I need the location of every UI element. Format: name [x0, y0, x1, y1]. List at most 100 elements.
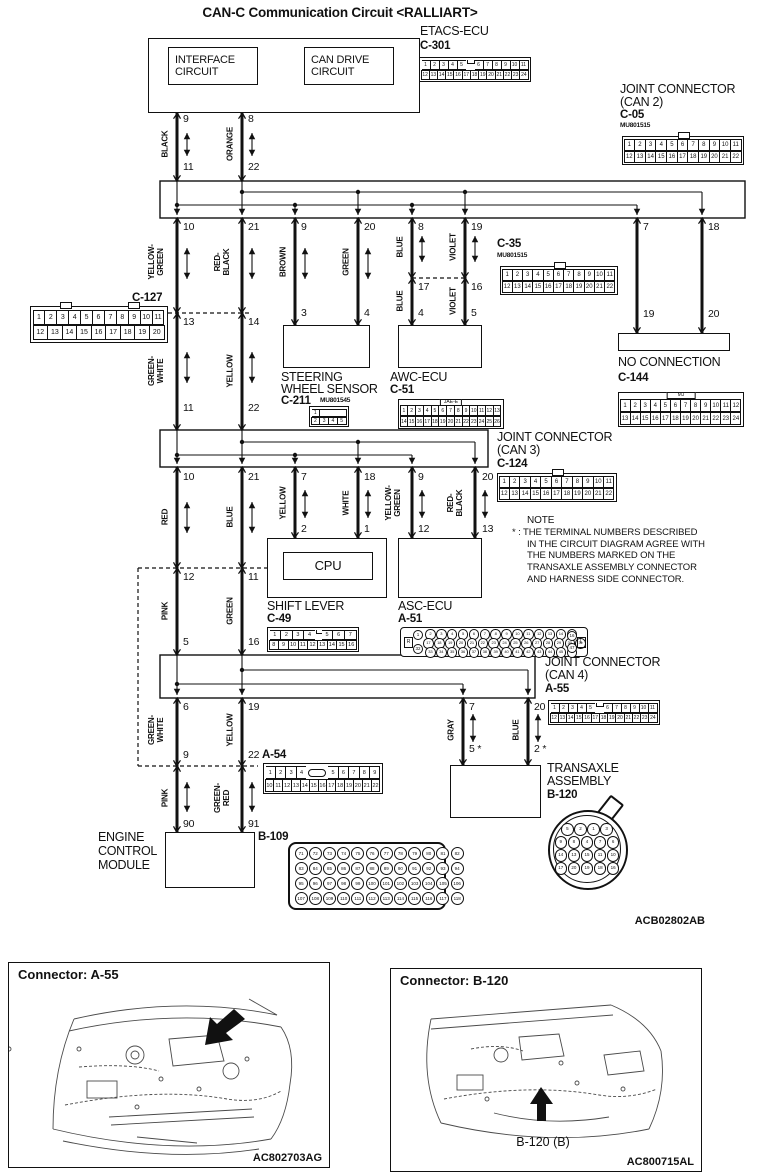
a54-oval-key	[308, 768, 327, 777]
pin: 11	[593, 849, 607, 862]
steering-name-1: STEERING	[281, 370, 343, 384]
pin: 5	[561, 823, 574, 836]
pin: 35	[446, 647, 458, 658]
pin: 2	[574, 823, 587, 836]
pin: 22	[729, 150, 742, 163]
pin: 105	[436, 877, 450, 890]
connector-b120-photo-box: Connector: B-120 B-120 (B	[390, 968, 702, 1172]
pin: 16	[90, 324, 107, 340]
pin: 20	[567, 862, 581, 875]
pin: 104	[422, 877, 436, 890]
pin: 18	[593, 862, 607, 875]
pin: 100	[365, 877, 379, 890]
ecm-name-3: MODULE	[98, 858, 150, 872]
pin: 110	[337, 892, 351, 905]
pin: 8	[567, 836, 581, 849]
pin: 98	[337, 877, 351, 890]
pin: 13	[567, 849, 581, 862]
pin: 114	[393, 892, 407, 905]
pin: 74	[337, 847, 351, 860]
pin: 90	[393, 862, 407, 875]
transaxle-code: B-120	[547, 789, 578, 801]
pin: 9	[369, 765, 381, 779]
pin: 17	[105, 324, 121, 340]
note-line: THE NUMBERS MARKED ON THE	[527, 550, 676, 562]
shift-name: SHIFT LEVER	[267, 599, 345, 613]
awc-ecu-box	[398, 325, 482, 368]
pin: 14	[61, 324, 78, 340]
transaxle-assembly-box	[450, 765, 541, 818]
pin: 94	[450, 862, 464, 875]
pin: 36	[457, 647, 469, 658]
photo-b120-code: AC800715AL	[626, 1156, 694, 1168]
pin: 113	[379, 892, 393, 905]
joint-can3-sub: (CAN 3)	[497, 443, 541, 457]
c35-code: C-35	[497, 238, 522, 250]
pin: 77	[379, 847, 393, 860]
pin: 1	[32, 309, 46, 325]
pin: 20	[149, 324, 165, 340]
shift-code: C-49	[267, 613, 292, 625]
pin: 26	[492, 415, 502, 427]
pin: 38	[479, 647, 491, 658]
no-connection-box	[618, 333, 730, 351]
page-title: CAN-C Communication Circuit <RALLIART>	[202, 5, 478, 20]
b120-callout-label: B-120 (B)	[516, 1135, 570, 1149]
pin: 24	[730, 411, 742, 425]
note-line: AND HARNESS SIDE CONNECTOR.	[527, 573, 685, 585]
pin: 71	[294, 847, 308, 860]
joint-can2-sub: (CAN 2)	[620, 95, 664, 109]
a51-pin-16: 16	[567, 631, 577, 641]
connector-b120-photo	[426, 1004, 663, 1139]
b120-location-arrow	[530, 1087, 553, 1121]
pin: 24	[519, 69, 529, 80]
pin: 22	[604, 280, 616, 293]
pin: 13	[47, 324, 63, 340]
can-wires	[172, 111, 707, 834]
pin: 72	[308, 847, 322, 860]
pin: 111	[351, 892, 365, 905]
pin: 16	[606, 862, 620, 875]
cpu-box: CPU	[283, 552, 373, 580]
transaxle-name-2: ASSEMBLY	[547, 774, 612, 788]
pin: 79	[408, 847, 422, 860]
joint-can2-name: JOINT CONNECTOR	[620, 82, 736, 96]
asc-code: A-51	[398, 613, 423, 625]
pin: 117	[436, 892, 450, 905]
connector-a55-photo-box: Connector: A-55	[8, 962, 330, 1168]
diagram-code: ACB02802AB	[634, 915, 705, 927]
engine-control-module-box	[165, 832, 255, 888]
signal-direction-arrows	[183, 133, 542, 812]
b109-code: B-109	[258, 831, 289, 843]
pin: 92	[422, 862, 436, 875]
pin: 9	[554, 836, 568, 849]
pin: 96	[308, 877, 322, 890]
photo-b120-title: Connector: B-120	[400, 973, 509, 988]
pin: 78	[393, 847, 407, 860]
pin: 12	[32, 324, 49, 340]
pin: 16	[345, 639, 357, 650]
pin: 12	[730, 398, 742, 412]
pin: 87	[351, 862, 365, 875]
pin: 115	[408, 892, 422, 905]
ecm-name-1: ENGINE	[98, 830, 145, 844]
awc-code: C-51	[390, 384, 415, 396]
pin: 89	[379, 862, 393, 875]
pin: 45	[555, 647, 567, 658]
pin: 106	[450, 877, 464, 890]
a51-pin-1: 1	[413, 630, 423, 640]
c35-part-number: MU801515	[497, 252, 528, 259]
a55-location-arrow	[205, 1009, 245, 1045]
pin: 91	[408, 862, 422, 875]
pin: 95	[294, 877, 308, 890]
pin: 17	[554, 862, 568, 875]
pin: 103	[408, 877, 422, 890]
pin: 76	[365, 847, 379, 860]
